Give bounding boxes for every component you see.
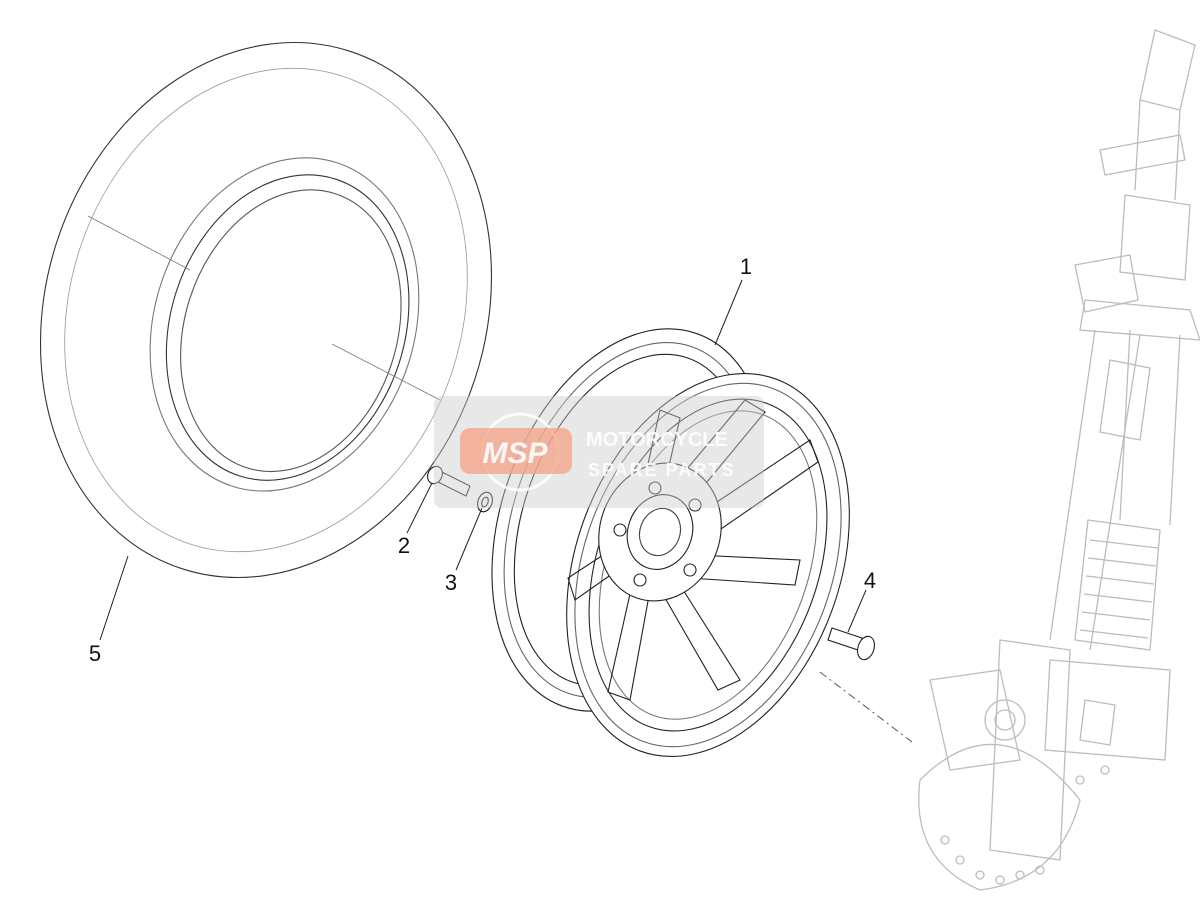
washer-part-3 [476,491,494,513]
watermark-logo-text: MSP [482,437,548,470]
bolt-part-2 [427,465,471,497]
tyre-part-5 [39,41,493,579]
watermark-logo-badge [460,428,572,474]
valve-part-4 [827,627,876,661]
axle-centerline [819,671,913,743]
front-fork-assembly-ghost [918,29,1200,891]
watermark: MSP MOTORCYCLE SPARE PARTS [434,396,764,508]
leader-lines [99,279,867,641]
watermark-line1: MOTORCYCLE [586,429,728,451]
wheel-rim-part-1 [491,328,850,758]
callout-5: 5 [89,641,101,666]
callout-3: 3 [445,570,457,595]
watermark-line2: SPARE PARTS [588,460,735,480]
callout-4: 4 [864,568,876,593]
watermark-panel [434,396,764,508]
callout-2: 2 [398,533,410,558]
callout-1: 1 [740,254,752,279]
